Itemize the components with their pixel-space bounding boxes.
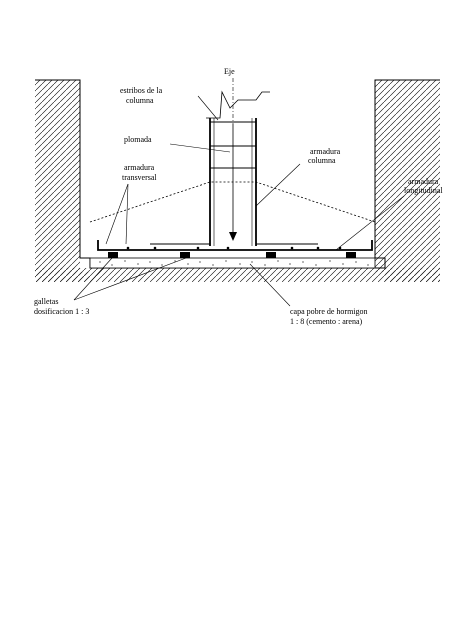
labels: Eje estribos de la columna plomada armad… <box>34 67 443 326</box>
label-lean-concrete-2: 1 : 8 (cemento : arena) <box>290 317 363 326</box>
label-lean-concrete-1: capa pobre de hormigon <box>290 307 368 316</box>
transverse-bar <box>97 240 373 251</box>
soil-left <box>35 80 90 282</box>
label-column-reinf-1: armadura <box>310 147 341 156</box>
axis-and-plumb <box>229 78 237 241</box>
bottom-reinforcement <box>97 240 373 251</box>
label-longitudinal-1: armadura <box>408 177 439 186</box>
label-transverse-1: armadura <box>124 163 155 172</box>
label-plumb: plomada <box>124 135 152 144</box>
spacer <box>180 252 190 258</box>
break-line-top <box>206 90 270 119</box>
soil-right <box>375 80 440 282</box>
plumb-bob <box>229 232 237 241</box>
soil-bottom <box>35 268 440 282</box>
lean-concrete-layer <box>89 257 376 269</box>
label-spacers-2: dosificacion 1 : 3 <box>34 307 89 316</box>
lean-concrete-stipple <box>99 260 369 266</box>
label-longitudinal-2: longitudinal <box>404 186 443 195</box>
leader-lines <box>73 95 405 307</box>
label-spacers-1: galletas <box>34 297 58 306</box>
label-axis: Eje <box>224 67 235 76</box>
spacer <box>108 252 118 258</box>
label-stirrups-2: columna <box>126 96 154 105</box>
longitudinal-bar-dots <box>126 246 342 250</box>
spacer <box>266 252 276 258</box>
label-stirrups-1: estribos de la <box>120 86 163 95</box>
label-transverse-2: transversal <box>122 173 157 182</box>
spacers <box>108 252 356 258</box>
footing-top-outline <box>89 181 376 223</box>
label-column-reinf-2: columna <box>308 156 336 165</box>
excavation-soil <box>35 79 440 282</box>
column <box>206 90 270 246</box>
spacer <box>346 252 356 258</box>
